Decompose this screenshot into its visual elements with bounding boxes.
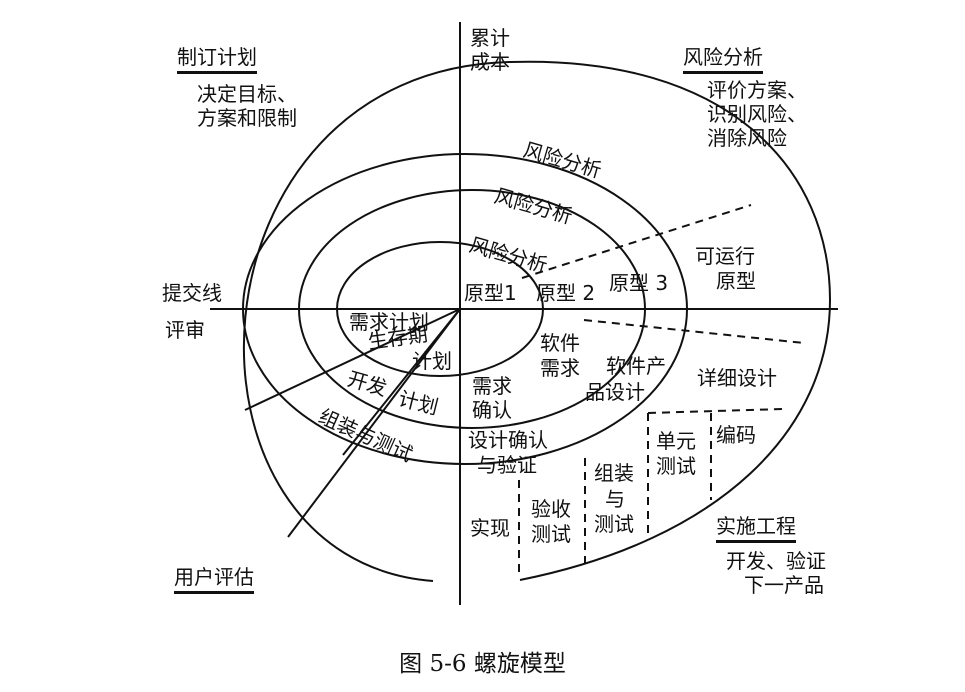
engineering-desc-1: 开发、验证 bbox=[726, 549, 826, 573]
unit-test-1: 单元 bbox=[656, 429, 696, 453]
prototype-3: 原型 3 bbox=[609, 271, 669, 295]
risk-desc-1: 评价方案、 bbox=[707, 78, 807, 102]
requirements-plan: 需求计划 bbox=[349, 310, 429, 334]
software-requirements-1: 软件 bbox=[540, 331, 580, 355]
design-verify-2: 与验证 bbox=[477, 453, 537, 477]
risk-analysis-title: 风险分析 bbox=[683, 45, 763, 74]
detailed-design: 详细设计 bbox=[697, 366, 777, 390]
engineering-title: 实施工程 bbox=[716, 514, 796, 543]
spiral-ring-1 bbox=[336, 241, 544, 377]
figure-caption: 图 5-6 螺旋模型 bbox=[399, 651, 566, 677]
assembly-test-1: 组装 bbox=[594, 461, 634, 485]
engineering-desc-2: 下一产品 bbox=[744, 573, 824, 597]
assembly-test-3: 测试 bbox=[594, 512, 634, 536]
plan-desc-1: 决定目标、 bbox=[197, 82, 297, 106]
plan-desc-2: 方案和限制 bbox=[197, 106, 297, 130]
product-design-2: 品设计 bbox=[585, 380, 645, 404]
software-requirements-2: 需求 bbox=[540, 356, 580, 380]
unit-test-2: 测试 bbox=[656, 454, 696, 478]
design-verify-1: 设计确认 bbox=[468, 428, 548, 452]
spiral-ring-3 bbox=[298, 189, 646, 429]
operational-prototype-2: 原型 bbox=[716, 269, 756, 293]
requirements-confirm-1: 需求 bbox=[472, 374, 512, 398]
commit-line-label: 提交线 bbox=[162, 281, 222, 305]
risk-divider-lower bbox=[583, 319, 805, 344]
risk-divider-upper bbox=[521, 204, 752, 279]
prototype-1: 原型1 bbox=[464, 281, 517, 305]
lifecycle-plan-label: 计划 bbox=[412, 349, 452, 373]
coding: 编码 bbox=[716, 423, 756, 447]
product-design-1: 软件产 bbox=[606, 354, 666, 378]
plan-line-3 bbox=[287, 308, 461, 538]
implementation: 实现 bbox=[470, 516, 510, 540]
acceptance-test-1: 验收 bbox=[531, 497, 571, 521]
user-evaluation-title: 用户评估 bbox=[174, 565, 254, 594]
spiral-ring-2 bbox=[242, 153, 688, 465]
step-divider-top bbox=[647, 408, 784, 414]
plan-line-1 bbox=[244, 308, 461, 411]
assembly-test-2: 与 bbox=[605, 487, 625, 511]
y-axis-label-1: 累计 bbox=[470, 26, 510, 50]
spiral-outer-arc bbox=[243, 60, 832, 582]
acceptance-test-2: 测试 bbox=[531, 522, 571, 546]
risk-desc-2: 识别风险、 bbox=[707, 102, 807, 126]
operational-prototype-1: 可运行 bbox=[695, 244, 755, 268]
prototype-2: 原型 2 bbox=[536, 281, 596, 305]
y-axis-label-2: 成本 bbox=[470, 50, 510, 74]
review-label: 评审 bbox=[165, 318, 205, 342]
risk-desc-3: 消除风险 bbox=[707, 126, 787, 150]
plan-title: 制订计划 bbox=[177, 45, 257, 74]
requirements-confirm-2: 确认 bbox=[472, 398, 512, 422]
